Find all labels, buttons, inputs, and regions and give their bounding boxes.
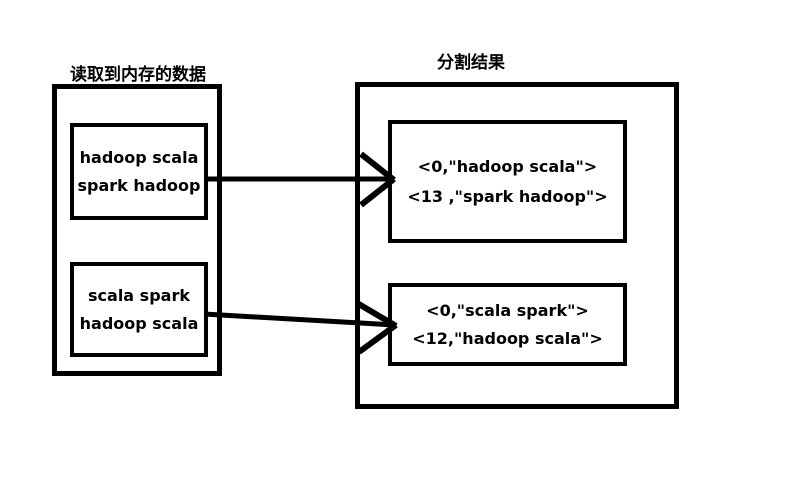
result-block-2: <0,"scala spark"> <12,"hadoop scala"> bbox=[388, 283, 627, 366]
result-block-1: <0,"hadoop scala"> <13 ,"spark hadoop"> bbox=[388, 120, 627, 243]
result-block-2-line-1: <0,"scala spark"> bbox=[426, 300, 589, 320]
result-block-1-line-2: <13 ,"spark hadoop"> bbox=[407, 186, 608, 206]
result-block-1-line-1: <0,"hadoop scala"> bbox=[417, 156, 598, 176]
source-block-2-line-2: hadoop scala bbox=[79, 313, 199, 333]
source-block-1: hadoop scala spark hadoop bbox=[70, 123, 208, 220]
right-panel-title: 分割结果 bbox=[437, 53, 505, 73]
left-panel-title: 读取到内存的数据 bbox=[70, 65, 206, 85]
result-block-2-line-2: <12,"hadoop scala"> bbox=[412, 328, 603, 348]
source-block-1-line-2: spark hadoop bbox=[77, 175, 201, 195]
source-block-2: scala spark hadoop scala bbox=[70, 262, 208, 357]
memory-data-container bbox=[52, 84, 222, 376]
source-block-1-line-1: hadoop scala bbox=[79, 147, 199, 167]
split-result-container bbox=[355, 82, 679, 409]
source-block-2-line-1: scala spark bbox=[88, 285, 190, 305]
